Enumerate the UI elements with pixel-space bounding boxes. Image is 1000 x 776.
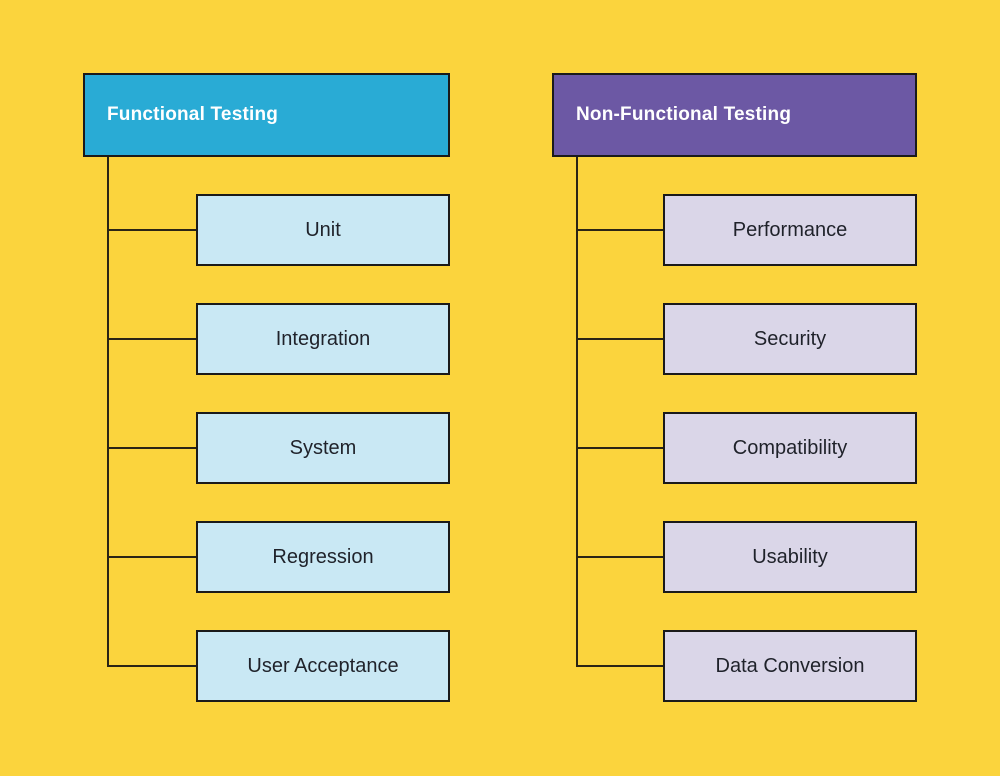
node-unit-label: Unit: [305, 218, 341, 241]
nonfunctional-branch-security: [576, 338, 663, 340]
nonfunctional-branch-usability: [576, 556, 663, 558]
node-performance-label: Performance: [732, 218, 848, 241]
node-compatibility: Compatibility: [663, 412, 917, 484]
functional-branch-integration: [107, 338, 196, 340]
node-security-label: Security: [753, 327, 827, 350]
functional-branch-unit: [107, 229, 196, 231]
node-performance: Performance: [663, 194, 917, 266]
functional-branch-system: [107, 447, 196, 449]
nonfunctional-branch-performance: [576, 229, 663, 231]
node-system: System: [196, 412, 450, 484]
node-data-conversion-label: Data Conversion: [715, 654, 865, 677]
functional-branch-regression: [107, 556, 196, 558]
nonfunctional-testing-title: Non-Functional Testing: [576, 104, 792, 125]
functional-testing-title: Functional Testing: [107, 104, 279, 125]
node-security: Security: [663, 303, 917, 375]
node-user-acceptance-label: User Acceptance: [247, 654, 399, 677]
nonfunctional-branch-data-conversion: [576, 665, 663, 667]
node-integration: Integration: [196, 303, 450, 375]
node-regression: Regression: [196, 521, 450, 593]
nonfunctional-testing-root-node: Non-Functional Testing: [552, 73, 917, 157]
node-system-label: System: [289, 436, 357, 459]
node-user-acceptance: User Acceptance: [196, 630, 450, 702]
node-regression-label: Regression: [272, 545, 374, 568]
nonfunctional-tree-vertical-connector: [576, 157, 578, 667]
node-usability: Usability: [663, 521, 917, 593]
functional-tree-vertical-connector: [107, 157, 109, 667]
functional-branch-user-acceptance: [107, 665, 196, 667]
node-compatibility-label: Compatibility: [732, 436, 848, 459]
nonfunctional-branch-compatibility: [576, 447, 663, 449]
node-data-conversion: Data Conversion: [663, 630, 917, 702]
node-integration-label: Integration: [275, 327, 371, 350]
node-unit: Unit: [196, 194, 450, 266]
node-usability-label: Usability: [752, 545, 828, 568]
functional-testing-root-node: Functional Testing: [83, 73, 450, 157]
